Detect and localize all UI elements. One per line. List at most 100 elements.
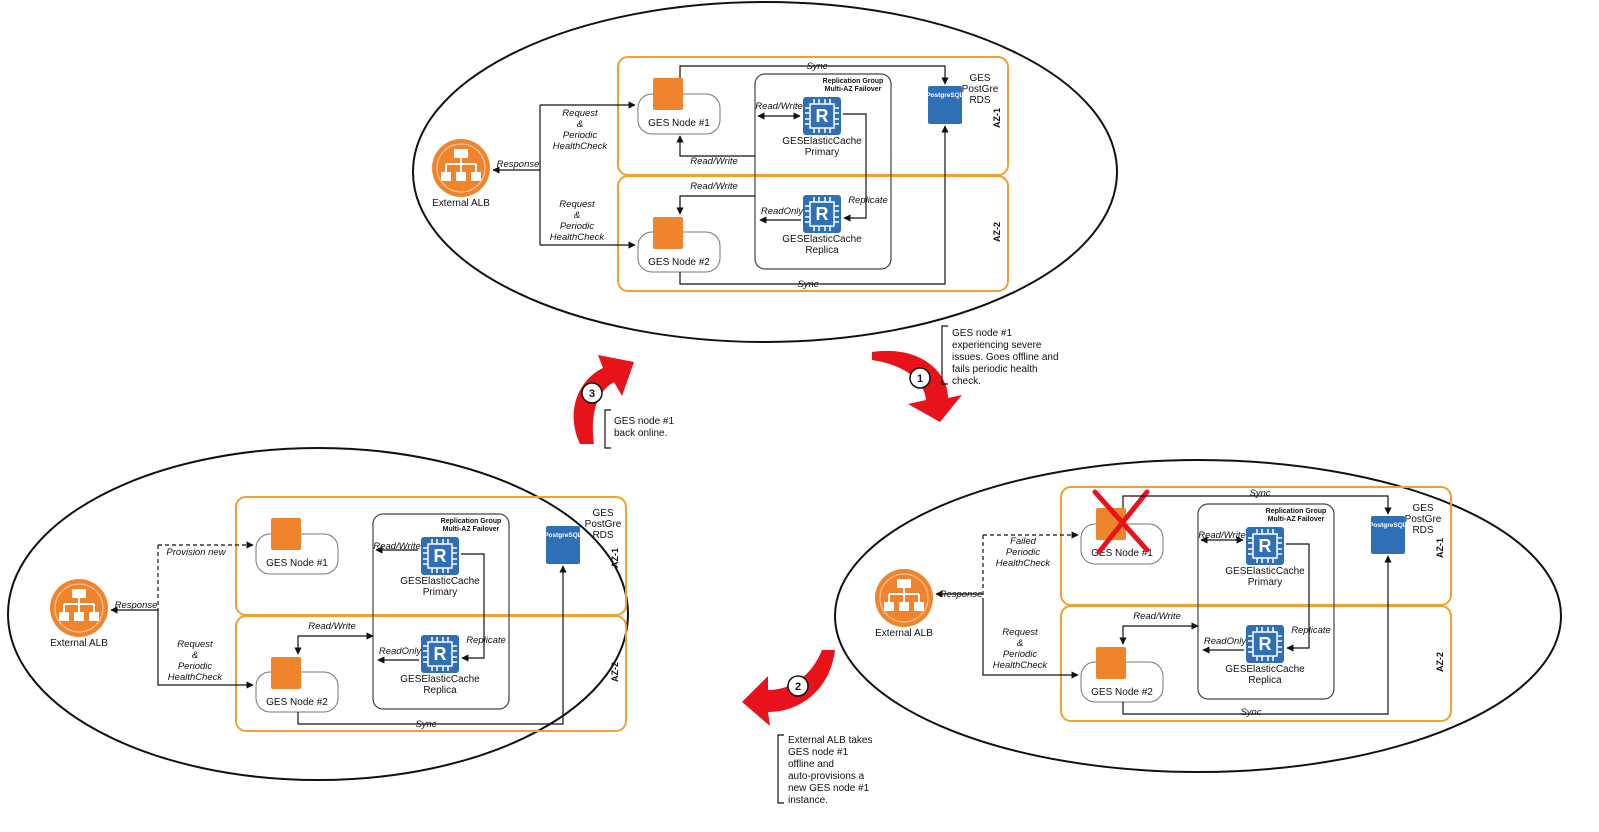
- bl-cache-primary-name: GESElasticCache: [400, 576, 480, 587]
- bl-provision-label: Provision new: [166, 547, 226, 558]
- br-rw-label-1: Read/Write: [1198, 530, 1246, 541]
- bl-cache-replica-role: Replica: [423, 685, 457, 696]
- alb-icon: [431, 138, 491, 198]
- br-replication-group-subtitle: Multi-AZ Failover: [1268, 516, 1325, 523]
- rds-label-rds: RDS: [969, 95, 990, 106]
- request-2-label: Request: [559, 199, 595, 210]
- step-3-arrow: 3: [573, 355, 634, 444]
- step-1-line-4: fails periodic health: [952, 364, 1038, 375]
- step-1-line-1: GES node #1: [952, 328, 1012, 339]
- br-replication-group-box: [1197, 503, 1335, 700]
- step-1-number: 1: [917, 373, 923, 385]
- bl-sync-label: Sync: [415, 719, 436, 730]
- cache-primary-name: GESElasticCache: [782, 136, 862, 147]
- br-alb-label: External ALB: [875, 628, 933, 639]
- br-az2-box: [1060, 605, 1452, 722]
- bl-az2-label: AZ-2: [610, 662, 620, 682]
- br-replicate-arrow: [1286, 543, 1310, 652]
- br-cache-replica-name: GESElasticCache: [1225, 664, 1305, 675]
- step-2-line-6: instance.: [788, 795, 828, 806]
- failed-x-icon: [1092, 489, 1150, 555]
- bl-rds-label-ges: GES: [592, 508, 613, 519]
- readonly-label: ReadOnly: [761, 206, 804, 217]
- alb-label: External ALB: [432, 198, 490, 209]
- ec2-node-2-icon: [653, 217, 683, 249]
- step-2-arrow: 2: [742, 650, 835, 726]
- br-ges-node-1-label: GES Node #1: [1091, 548, 1153, 559]
- br-sync-bottom-line: [1122, 555, 1392, 715]
- br-rds-label-rds: RDS: [1412, 525, 1433, 536]
- bl-ec2-node-2-icon: [271, 657, 301, 689]
- cache-primary-role: Primary: [805, 147, 839, 158]
- replication-group-subtitle: Multi-AZ Failover: [825, 86, 882, 93]
- bl-az2-box: [235, 615, 627, 732]
- step-1-line-3: issues. Goes offline and: [952, 352, 1059, 363]
- br-az1-label: AZ-1: [1435, 538, 1445, 558]
- br-rds-icon: [1371, 516, 1405, 554]
- bl-replication-group-box: [372, 513, 510, 710]
- br-replicate-label: Replicate: [1291, 625, 1331, 636]
- br-request-healthcheck: HealthCheck: [993, 660, 1049, 671]
- br-failed-periodic: Periodic: [1006, 547, 1041, 558]
- bl-rds-label-postgre: PostGre: [585, 519, 622, 530]
- ges-node-1-label: GES Node #1: [648, 118, 710, 129]
- replicate-label: Replicate: [848, 195, 888, 206]
- bl-cache-primary-r: R: [434, 546, 447, 566]
- bl-az1-label: AZ-1: [610, 548, 620, 568]
- br-rw-node2: [1119, 622, 1199, 645]
- bl-replicate-label: Replicate: [466, 635, 506, 646]
- bl-request-amp: &: [192, 650, 198, 661]
- sync-bottom-label: Sync: [797, 279, 818, 290]
- rds-postgresql-text: PostgreSQL: [926, 92, 964, 99]
- rw-label-3: Read/Write: [690, 181, 738, 192]
- bl-response-label: Response: [115, 600, 158, 611]
- sync-top-label: Sync: [806, 61, 827, 72]
- az1-label: AZ-1: [992, 108, 1002, 128]
- bl-replicate-arrow: [461, 553, 485, 662]
- bl-rw-label-2: Read/Write: [308, 621, 356, 632]
- step-1-arrow: 1: [872, 350, 962, 422]
- step-3-note: GES node #1 back online.: [604, 409, 674, 449]
- bl-request-periodic: Periodic: [178, 661, 213, 672]
- br-ec2-node-2-icon: [1096, 647, 1126, 679]
- bl-rds-label-rds: RDS: [592, 530, 613, 541]
- bl-ges-node-2-label: GES Node #2: [266, 697, 328, 708]
- br-request-label: Request: [1002, 627, 1038, 638]
- bl-ges-node-1-label: GES Node #1: [266, 558, 328, 569]
- br-cache-primary-name: GESElasticCache: [1225, 566, 1305, 577]
- request-1-periodic: Periodic: [563, 130, 598, 141]
- step-1-note: GES node #1 experiencing severe issues. …: [941, 325, 1059, 387]
- step-3-line-1: GES node #1: [614, 416, 674, 427]
- step-1-line-2: experiencing severe: [952, 340, 1042, 351]
- step-2-note: External ALB takes GES node #1 offline a…: [777, 734, 873, 806]
- bl-rds-postgresql-text: PostgreSQL: [544, 532, 582, 539]
- cache-replica-r: R: [816, 204, 829, 224]
- br-az2-label: AZ-2: [1435, 652, 1445, 672]
- br-request-amp: &: [1017, 638, 1023, 649]
- br-failed-healthcheck: HealthCheck: [996, 558, 1052, 569]
- bl-alb-icon: [49, 578, 109, 638]
- br-readonly-label: ReadOnly: [1204, 636, 1247, 647]
- bl-cache-replica-r: R: [434, 644, 447, 664]
- rw-node1-primary-b: [676, 135, 755, 157]
- request-2-healthcheck: HealthCheck: [550, 232, 606, 243]
- bl-replication-group-title: Replication Group: [441, 518, 502, 525]
- step-3-line-2: back online.: [614, 428, 667, 439]
- step-2-line-1: External ALB takes: [788, 735, 873, 746]
- rw-label-2: Read/Write: [690, 156, 738, 167]
- request-1-label: Request: [562, 108, 598, 119]
- br-alb-icon: [874, 568, 934, 628]
- scene-bottom-right: AZ-1 AZ-2 Replication Group Multi-AZ Fai…: [834, 459, 1562, 773]
- br-response-label: Response: [940, 589, 983, 600]
- br-replication-group-title: Replication Group: [1266, 508, 1327, 515]
- rw-label-1: Read/Write: [755, 101, 803, 112]
- br-cache-primary-role: Primary: [1248, 577, 1282, 588]
- step-2-line-2: GES node #1: [788, 747, 848, 758]
- br-sync-top-line: [1122, 495, 1392, 515]
- bl-rw-node2: [294, 632, 374, 655]
- step-3-number: 3: [589, 388, 595, 400]
- bl-rw-label-1: Read/Write: [373, 541, 421, 552]
- cache-replica-role: Replica: [805, 245, 839, 256]
- sync-top-line: [679, 65, 949, 85]
